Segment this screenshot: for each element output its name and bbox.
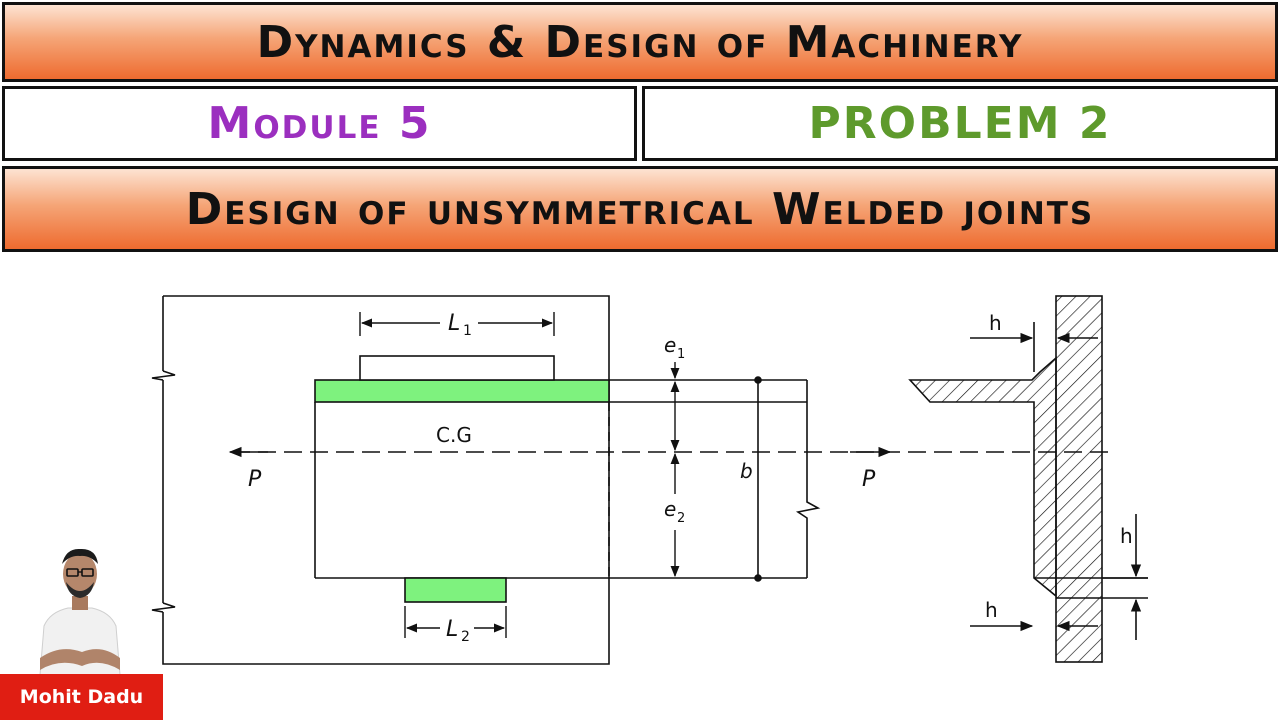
break-mark-lower [151,602,176,613]
label-l2-sub: 2 [461,629,470,645]
label-e1-sub: 1 [677,347,685,362]
dimension-l1 [359,312,555,336]
label-e2-sub: 2 [677,511,685,526]
course-title-banner: Dynamics & Design of Machinery [2,2,1278,82]
label-p-left: P [248,467,262,492]
label-l1-sub: 1 [463,323,472,339]
label-h-right: h [1120,524,1133,548]
section-view [908,295,1148,663]
top-weld-outline [359,355,555,381]
module-label: Module 5 [207,98,432,149]
break-mark-upper [151,370,176,381]
problem-box: PROBLEM 2 [642,86,1278,161]
problem-label: PROBLEM 2 [808,98,1112,149]
label-e1: e [664,333,676,357]
topic-title-banner: Design of unsymmetrical Welded joints [2,166,1278,252]
label-h-bottom: h [985,598,998,622]
label-b: b [740,459,753,483]
label-e2: e [664,497,676,521]
label-l1: L [448,311,460,336]
label-cg: C.G [436,423,472,447]
welded-joint-diagram: L 1 L 2 e 1 e 2 C.G P P b h h [151,295,1148,665]
label-l2: L [446,617,458,642]
presenter-avatar [39,548,121,675]
label-h-top: h [989,311,1002,335]
dimension-l2 [404,606,507,638]
course-title: Dynamics & Design of Machinery [256,16,1024,68]
angle-member [314,376,821,582]
label-p-right: P [862,467,876,492]
presenter-name-badge: Mohit Dadu [0,674,163,720]
base-plate [151,295,610,665]
module-box: Module 5 [2,86,637,161]
bottom-weld-strip [404,577,507,603]
presenter-name: Mohit Dadu [19,686,144,708]
topic-title: Design of unsymmetrical Welded joints [185,183,1095,235]
